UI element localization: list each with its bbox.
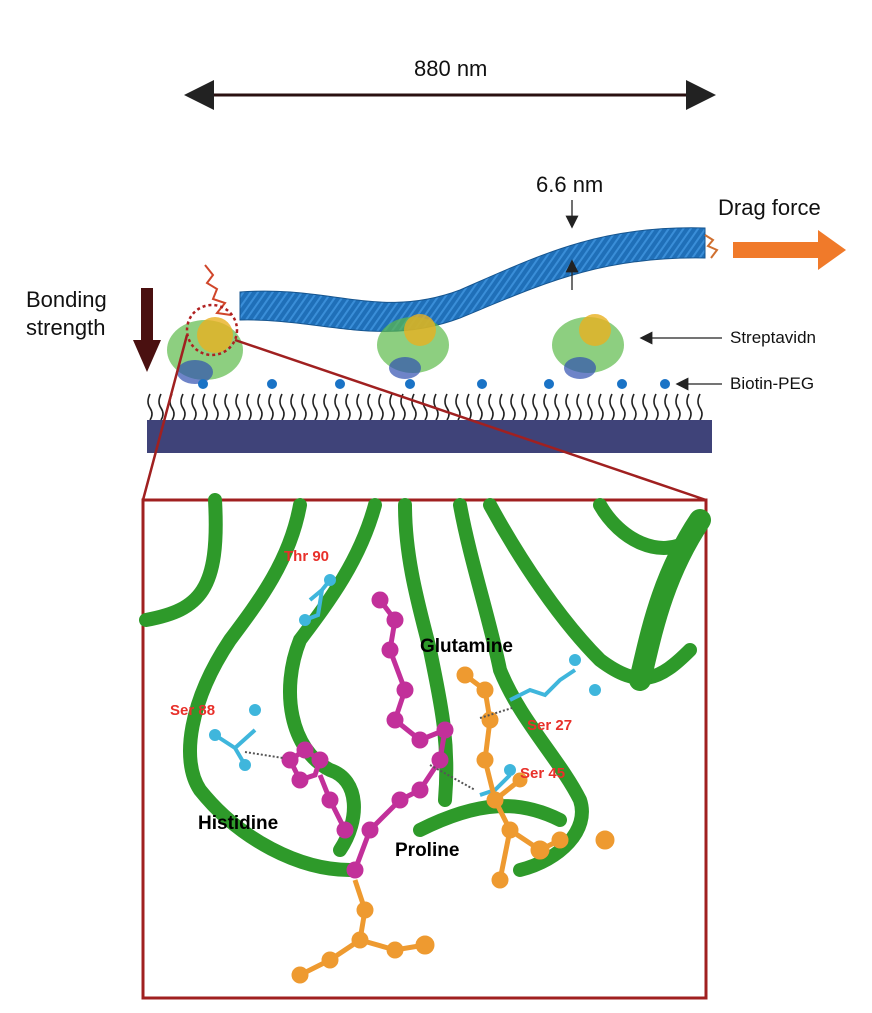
drag-force-label: Drag force: [718, 195, 821, 220]
peg-chain: [631, 393, 637, 421]
glutamine-label: Glutamine: [420, 636, 513, 657]
peg-chain: [235, 393, 241, 421]
peg-chain: [565, 393, 571, 421]
peg-chain: [158, 393, 164, 421]
peg-chain: [400, 393, 406, 421]
zoom-callout: [141, 303, 707, 502]
bonding-strength-arrow: [133, 288, 161, 372]
biotin-peg-label: Biotin-PEG: [730, 374, 815, 393]
peg-chain: [323, 393, 329, 421]
streptavidin-label: Streptavidn: [730, 328, 816, 347]
peg-chain: [466, 393, 472, 421]
peg-chain: [598, 393, 604, 421]
ser88-label: Ser 88: [170, 702, 216, 719]
peg-chain: [664, 393, 670, 421]
peg-chain: [499, 393, 505, 421]
peg-brush: [147, 393, 703, 421]
peg-chain: [532, 393, 538, 421]
peg-chain: [422, 393, 428, 421]
binding-site-inset: [139, 493, 711, 1000]
peg-chain: [257, 393, 263, 421]
peg-chain: [510, 393, 516, 421]
peg-chain: [147, 393, 153, 421]
peg-chain: [312, 393, 318, 421]
ser45-label: Ser 45: [520, 765, 566, 782]
peg-chain: [279, 393, 285, 421]
peg-chain: [609, 393, 615, 421]
peg-chain: [675, 393, 681, 421]
proline-label: Proline: [395, 840, 460, 861]
substrate: [147, 420, 712, 453]
peg-chain: [301, 393, 307, 421]
nanotube: [204, 227, 719, 332]
peg-chain: [180, 393, 186, 421]
streptavidin-protein: [377, 314, 449, 379]
peg-chain: [224, 393, 230, 421]
peg-chain: [191, 393, 197, 421]
peg-chain: [587, 393, 593, 421]
peg-chain: [246, 393, 252, 421]
peg-chain: [444, 393, 450, 421]
peg-chain: [378, 393, 384, 421]
peg-chain: [290, 393, 296, 421]
length-label: 880 nm: [414, 56, 488, 81]
thr90-label: Thr 90: [284, 548, 330, 565]
peg-chain: [488, 393, 494, 421]
streptavidin-protein: [552, 314, 624, 379]
peg-chain: [345, 393, 351, 421]
peg-chain: [521, 393, 527, 421]
bonding-label-line2: strength: [26, 315, 106, 340]
streptavidin-protein: [167, 317, 243, 384]
bonding-label-line1: Bonding: [26, 287, 107, 312]
histidine-label: Histidine: [198, 813, 279, 834]
peg-chain: [554, 393, 560, 421]
peg-chain: [642, 393, 648, 421]
peg-chain: [653, 393, 659, 421]
peg-chain: [389, 393, 395, 421]
peg-chain: [334, 393, 340, 421]
peg-chain: [202, 393, 208, 421]
biotin-dots: [198, 379, 670, 389]
peg-chain: [576, 393, 582, 421]
peg-chain: [268, 393, 274, 421]
peg-chain: [213, 393, 219, 421]
peg-chain: [367, 393, 373, 421]
peg-chain: [543, 393, 549, 421]
ser27-label: Ser 27: [527, 717, 573, 734]
drag-force-arrow: [733, 230, 846, 270]
peg-chain: [697, 393, 703, 421]
diameter-label: 6.6 nm: [536, 172, 604, 197]
peg-chain: [620, 393, 626, 421]
peg-chain: [356, 393, 362, 421]
peg-chain: [411, 393, 417, 421]
peg-chain: [477, 393, 483, 421]
peg-chain: [686, 393, 692, 421]
